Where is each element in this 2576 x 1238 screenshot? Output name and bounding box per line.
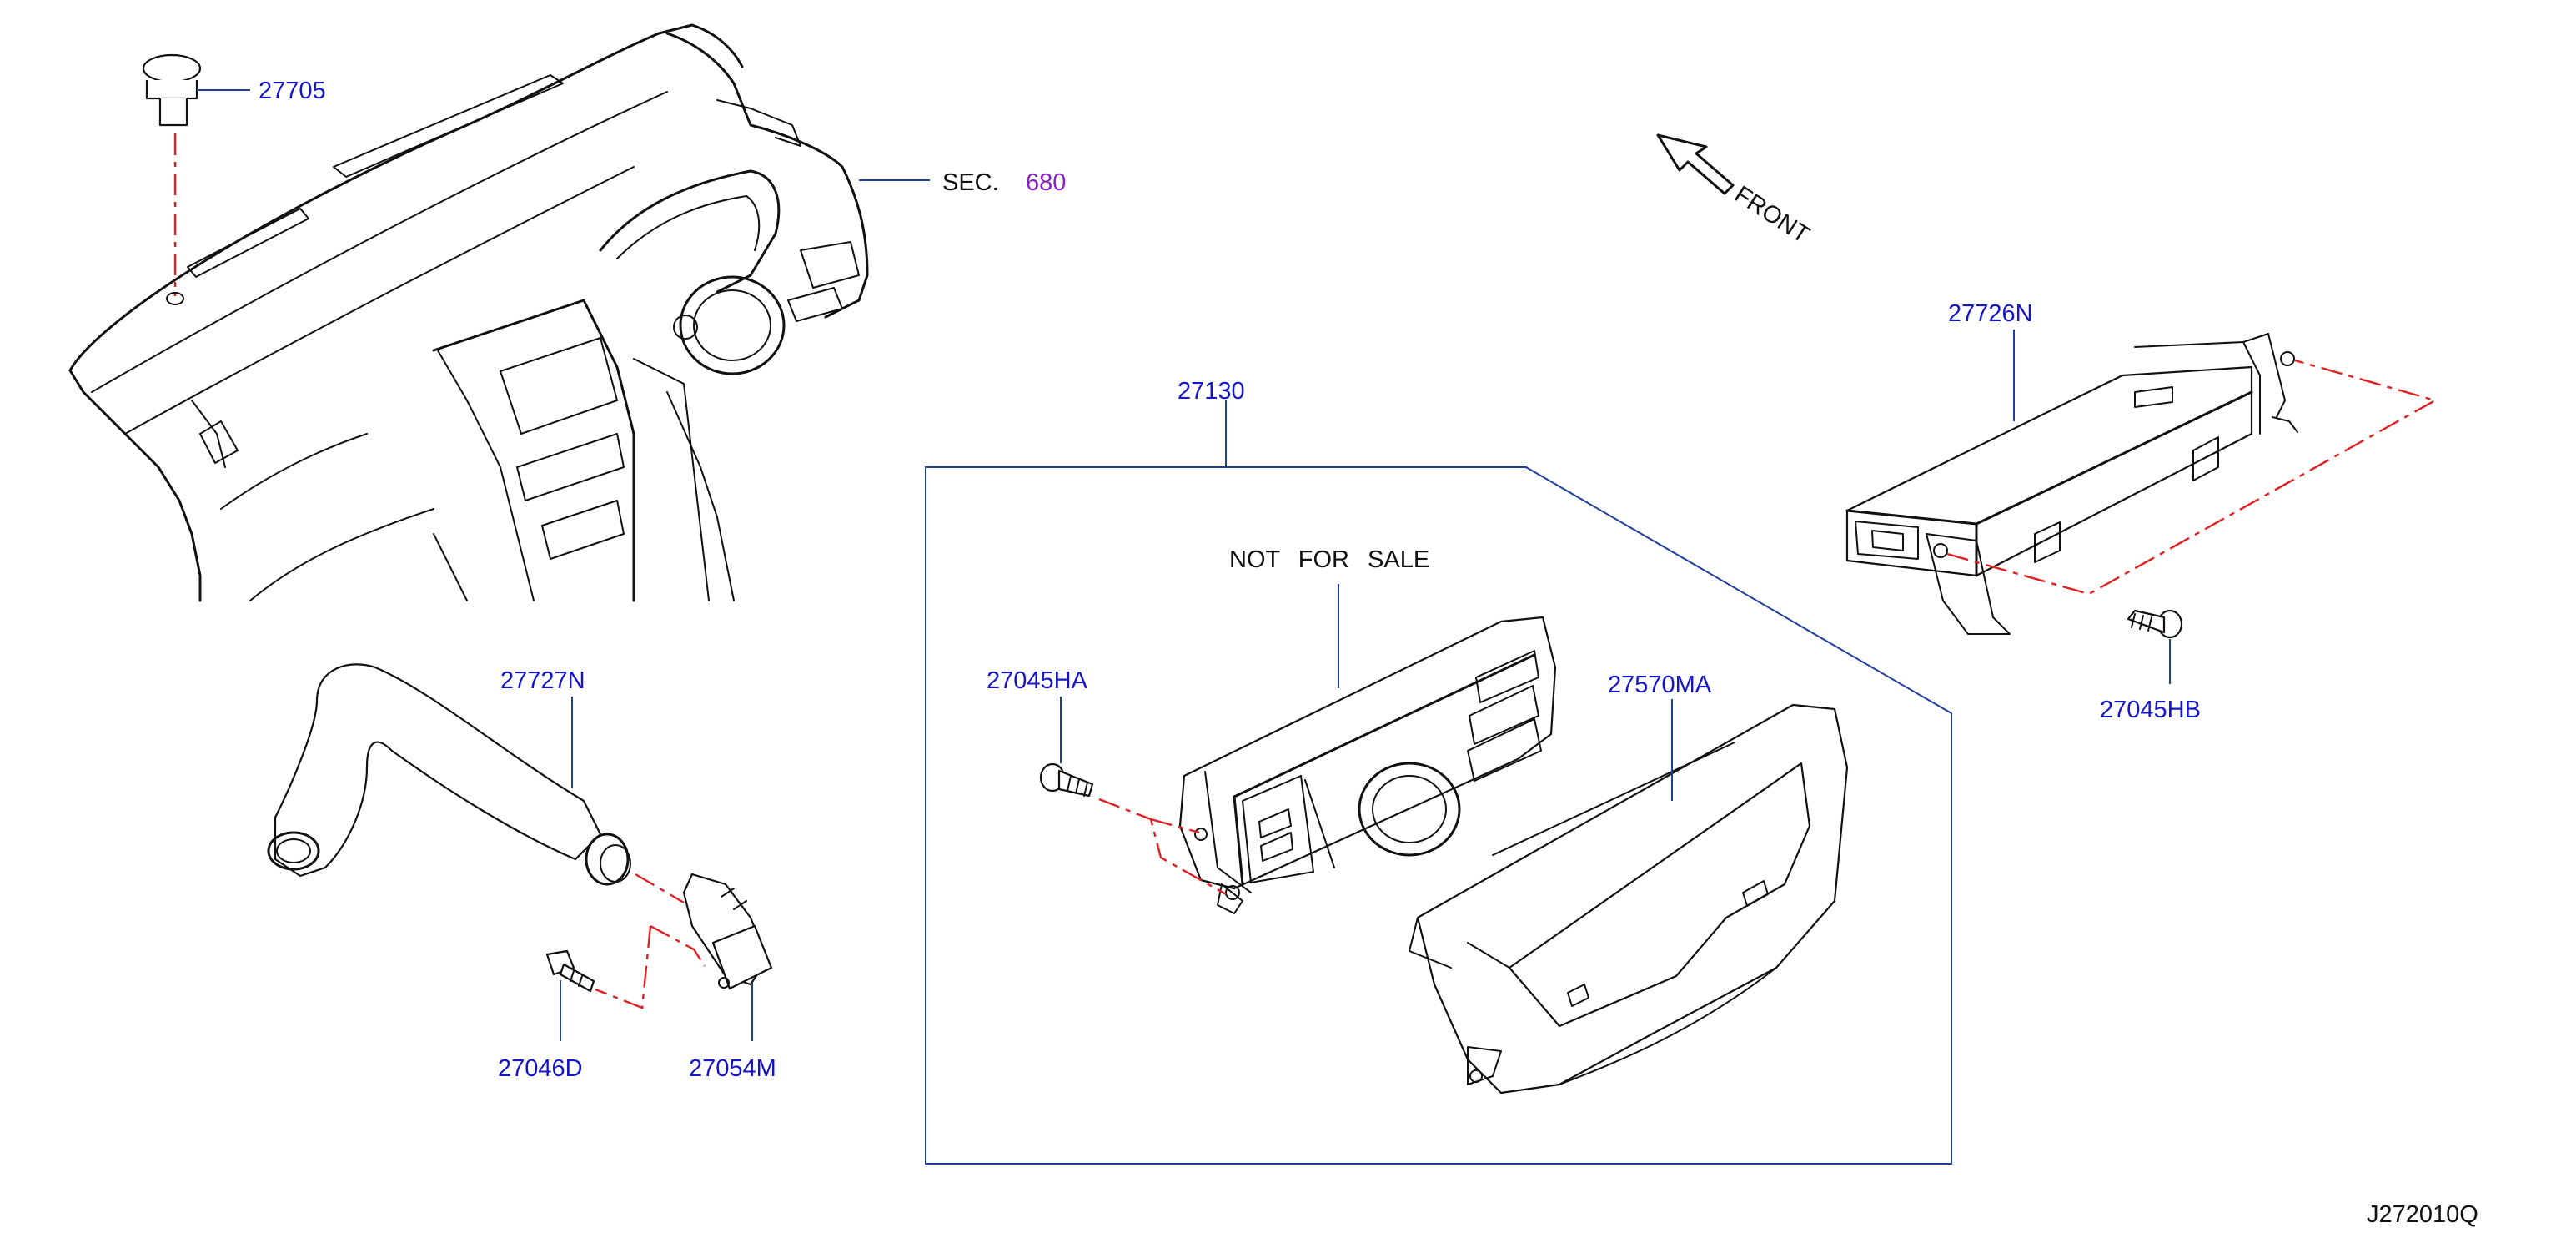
section-reference-680[interactable]: 680 [1026, 169, 1066, 196]
part-number-27045HB: 27045HB [2100, 697, 2201, 723]
part-number-27726N: 27726N [1948, 300, 2033, 327]
instrument-panel-illustration [68, 23, 869, 602]
part-number-27727N: 27727N [500, 667, 585, 694]
part-number-27705: 27705 [259, 78, 326, 104]
part-number-27130: 27130 [1178, 378, 1245, 405]
aspirator-motor-27054M-part [682, 873, 773, 990]
control-module-27726N-part [1845, 333, 2298, 635]
aspirator-duct-27727N-part [267, 663, 631, 886]
not-for-sale-label: NOT FOR SALE [1229, 546, 1429, 573]
clip-27705-part [142, 53, 202, 296]
diagram-code: J272010Q [2367, 1201, 2478, 1228]
ac-control-panel-part [1178, 616, 1557, 914]
part-number-27054M: 27054M [689, 1055, 776, 1082]
assembly-27130-box [925, 466, 1952, 1165]
part-number-27045HA: 27045HA [987, 667, 1088, 694]
front-direction-label: FRONT [1730, 181, 1814, 249]
part-number-27570MA: 27570MA [1608, 672, 1712, 698]
section-prefix: SEC. [942, 169, 999, 196]
part-number-27046D: 27046D [498, 1055, 583, 1082]
bolt-27046D-part [545, 949, 595, 993]
screw-27045HA-part [1039, 762, 1094, 798]
screw-27045HB-part [2127, 609, 2183, 639]
front-arrow-icon [1656, 133, 1735, 195]
finisher-27570MA-part [1409, 703, 1849, 1095]
